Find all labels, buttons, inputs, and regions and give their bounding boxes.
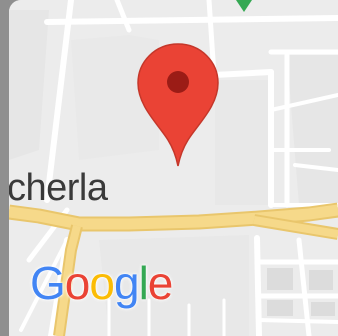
google-logo: Google	[30, 257, 174, 309]
google-logo-letter: l	[138, 257, 149, 309]
location-pin-icon[interactable]	[136, 42, 220, 168]
google-logo-letter: o	[64, 257, 91, 309]
google-logo-letter: g	[113, 257, 140, 309]
map-place-label: cherla	[9, 167, 108, 209]
green-poi-marker-icon	[236, 0, 252, 12]
google-logo-letter: e	[147, 257, 174, 309]
map-view[interactable]: cherla Google	[9, 0, 338, 336]
google-logo-letter: o	[89, 257, 115, 309]
google-logo-letter: G	[30, 257, 66, 309]
